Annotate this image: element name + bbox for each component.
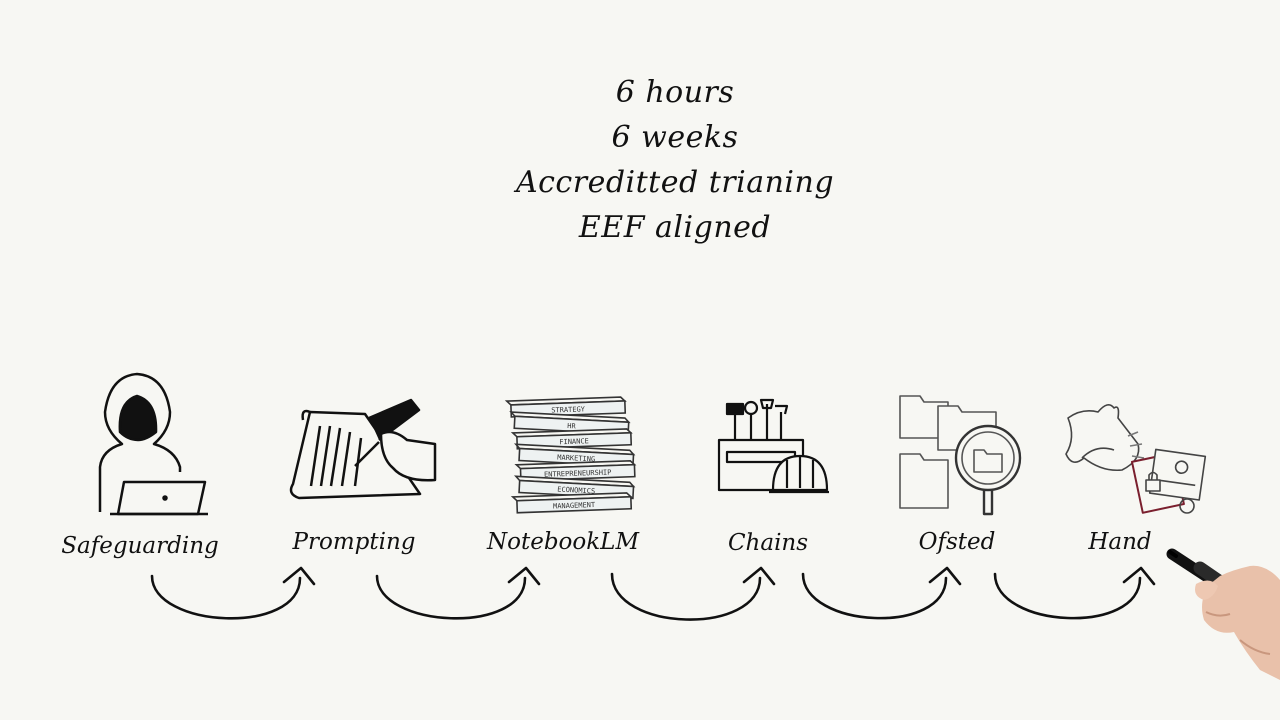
book-spine-label: STRATEGY — [551, 405, 586, 414]
book-finance: FINANCE — [510, 428, 633, 450]
step-label-ofsted: Ofsted — [918, 529, 996, 555]
book-spine-label: FINANCE — [559, 437, 589, 446]
arrow-safeguarding-to-prompting — [150, 566, 316, 620]
step-label-safeguarding: Safeguarding — [61, 533, 219, 559]
book-entrepreneurship: ENTREPRENEURSHIP — [514, 459, 637, 482]
step-label-chains: Chains — [727, 530, 809, 556]
book-management: MANAGEMENT — [510, 492, 633, 514]
book-spine-label: HR — [567, 422, 577, 430]
stack-of-books-icon: STRATEGY HR FINANCE MARKETING ENTREPRENEURSH… — [504, 396, 637, 514]
toolbox-hardhat-icon — [717, 398, 829, 494]
step-label-prompting: Prompting — [292, 529, 416, 555]
arrow-ofsted-to-hand — [993, 566, 1156, 620]
hooded-hacker-laptop-icon — [98, 372, 208, 516]
headline-eef: EEF aligned — [578, 210, 772, 245]
book-spine-label: ENTREPRENEURSHIP — [544, 468, 612, 478]
course-summary: 6 hours 6 weeks Accreditted trianing EEF… — [440, 70, 910, 250]
headline-weeks: 6 weeks — [611, 120, 739, 155]
arrow-chains-to-ofsted — [801, 566, 962, 620]
step-label-hand: Hand — [1088, 529, 1152, 555]
headline-hours: 6 hours — [615, 75, 735, 110]
hand-writing-scroll-icon — [289, 398, 437, 500]
book-spine-label: MARKETING — [557, 454, 595, 464]
hand-documents-icon — [1065, 404, 1207, 514]
book-spine-label: MANAGEMENT — [553, 501, 596, 510]
drawing-hand-pen-icon — [1166, 548, 1280, 680]
arrow-notebooklm-to-chains — [610, 566, 776, 621]
book-spine-label: ECONOMICS — [557, 486, 595, 496]
folders-magnifier-icon — [899, 395, 1022, 516]
headline-accreditation: Accreditted trianing — [515, 165, 835, 200]
step-label-notebooklm: NotebookLM — [486, 529, 640, 555]
arrow-prompting-to-notebooklm — [375, 566, 541, 620]
